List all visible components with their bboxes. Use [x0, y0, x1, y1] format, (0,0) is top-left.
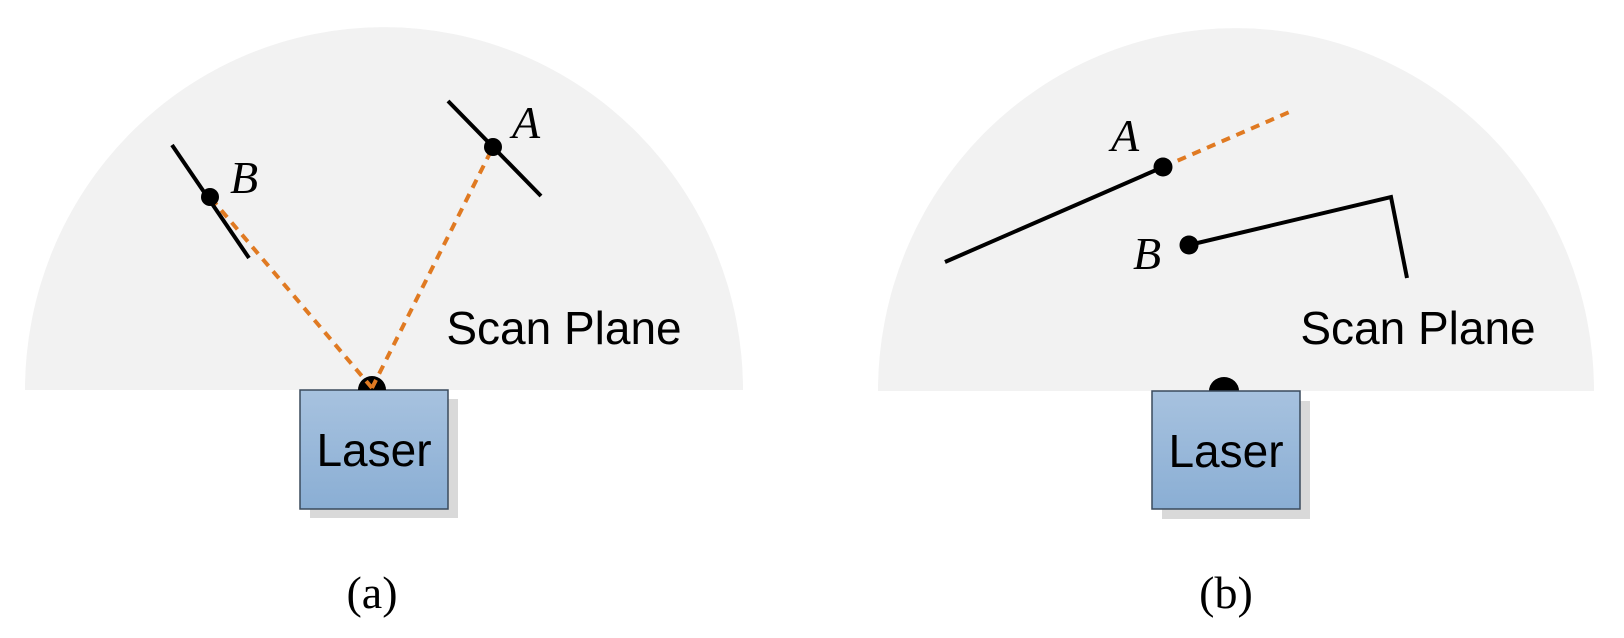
panel-a: Laser A B Scan Plane (a)	[25, 27, 743, 618]
beam-to-a	[370, 146, 495, 389]
laser-box	[1151, 390, 1301, 510]
laser-emitter	[358, 376, 386, 390]
caption-b: (b)	[1199, 567, 1253, 618]
beam-to-b	[208, 195, 374, 390]
panel-b: Laser A B Scan Plane (b)	[878, 28, 1594, 618]
occluded-extension-a	[1162, 108, 1295, 169]
laser-emitter	[1209, 377, 1239, 391]
scan-plane-label: Scan Plane	[446, 302, 681, 354]
point-a-marker	[484, 138, 502, 156]
laser-label: Laser	[1168, 425, 1283, 477]
laser-label: Laser	[316, 424, 431, 476]
point-b-label: B	[1133, 228, 1161, 279]
point-b-label: B	[230, 152, 258, 203]
point-a-label: A	[509, 97, 541, 148]
surface-b	[1188, 194, 1409, 279]
scan-plane-region	[878, 28, 1594, 391]
point-a-label: A	[1108, 110, 1140, 161]
point-b-marker	[1179, 235, 1199, 255]
point-b-marker	[201, 188, 219, 206]
scan-plane-region	[25, 27, 743, 391]
scan-plane-label: Scan Plane	[1300, 302, 1535, 354]
laser-box	[299, 389, 449, 510]
surface-a	[944, 165, 1164, 264]
point-a-marker	[1153, 157, 1173, 177]
caption-a: (a)	[346, 567, 397, 618]
